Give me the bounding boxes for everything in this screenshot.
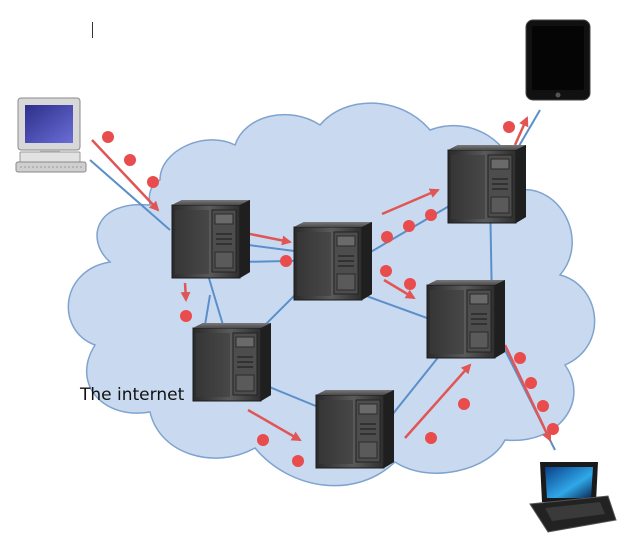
tablet-icon — [525, 19, 591, 101]
server-icon — [426, 280, 505, 359]
packets — [102, 121, 559, 467]
cloud-label: The internet — [80, 385, 185, 405]
server-icon — [192, 323, 271, 402]
server-icon — [293, 222, 372, 301]
packet-arrows — [91, 116, 552, 442]
text-cursor — [92, 22, 93, 38]
laptop-icon — [529, 462, 617, 533]
server-icon — [447, 145, 526, 224]
server-icon — [171, 200, 250, 279]
desktop-pc-icon — [15, 97, 87, 173]
server-icon — [315, 390, 394, 469]
